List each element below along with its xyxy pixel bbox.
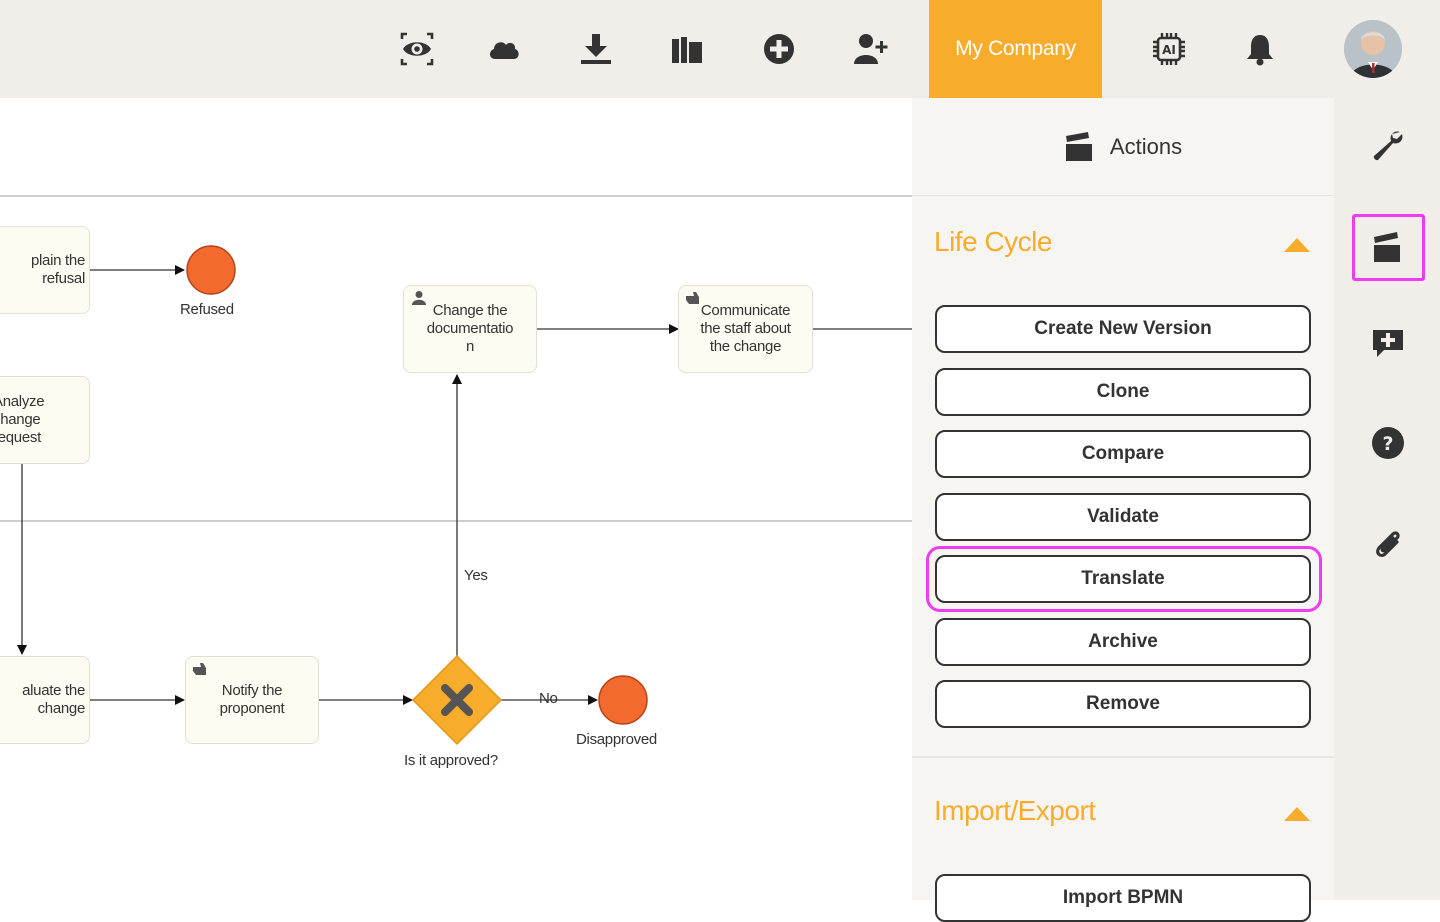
- diagram-connectors: [0, 195, 912, 746]
- wrench-icon[interactable]: [1364, 122, 1412, 170]
- section-divider: [912, 756, 1334, 758]
- clapperboard-icon: [1065, 131, 1092, 161]
- task-label: aluate the change: [22, 682, 85, 717]
- clone-button[interactable]: Clone: [935, 368, 1311, 416]
- task-label: Change the documentatio n: [426, 302, 514, 355]
- manual-task-icon: [686, 292, 699, 304]
- task-communicate-staff[interactable]: Communicate the staff about the change: [678, 285, 813, 373]
- actions-header: Actions: [912, 98, 1334, 196]
- cloud-icon[interactable]: [480, 25, 528, 73]
- import-export-collapse-toggle[interactable]: [1284, 807, 1310, 821]
- compare-button[interactable]: Compare: [935, 430, 1311, 478]
- refused-end-event[interactable]: [186, 245, 236, 295]
- svg-text:AI: AI: [1162, 43, 1176, 57]
- diagram-canvas[interactable]: plain the refusal Analyze change request…: [0, 98, 912, 900]
- lifecycle-title: Life Cycle: [934, 226, 1052, 257]
- right-sidebar: ?: [1334, 98, 1440, 900]
- task-evaluate-change[interactable]: aluate the change: [0, 656, 90, 744]
- no-flow-label: No: [539, 690, 558, 707]
- task-label: Analyze change request: [0, 393, 45, 446]
- paperclip-icon[interactable]: [1364, 519, 1412, 567]
- task-label: Communicate the staff about the change: [700, 302, 791, 355]
- plus-circle-icon[interactable]: [755, 25, 803, 73]
- user-task-icon: [412, 291, 426, 305]
- help-icon[interactable]: ?: [1364, 419, 1412, 467]
- download-icon[interactable]: [572, 25, 620, 73]
- company-button[interactable]: My Company: [929, 0, 1102, 98]
- lifecycle-collapse-toggle[interactable]: [1284, 238, 1310, 252]
- task-label: plain the refusal: [30, 252, 85, 287]
- archive-button[interactable]: Archive: [935, 618, 1311, 666]
- task-change-documentation[interactable]: Change the documentatio n: [403, 285, 537, 373]
- eye-icon[interactable]: [393, 25, 441, 73]
- clapperboard-icon[interactable]: [1364, 224, 1412, 272]
- task-label: Notify the proponent: [219, 682, 285, 717]
- bell-icon[interactable]: [1236, 25, 1284, 73]
- approval-gateway[interactable]: [411, 654, 503, 746]
- svg-text:?: ?: [1382, 433, 1393, 455]
- top-bar: My Company AI: [0, 0, 1440, 98]
- actions-panel: Actions Life Cycle Create New Version Cl…: [912, 98, 1334, 922]
- manual-task-icon: [193, 663, 206, 675]
- validate-button[interactable]: Validate: [935, 493, 1311, 541]
- remove-button[interactable]: Remove: [935, 680, 1311, 728]
- task-notify-proponent[interactable]: Notify the proponent: [185, 656, 319, 744]
- import-bpmn-button[interactable]: Import BPMN: [935, 874, 1311, 922]
- library-icon[interactable]: [663, 25, 711, 73]
- disapproved-label: Disapproved: [576, 731, 657, 748]
- translate-button[interactable]: Translate: [935, 555, 1311, 603]
- comment-plus-icon[interactable]: [1364, 319, 1412, 367]
- user-avatar[interactable]: [1344, 20, 1402, 78]
- create-new-version-button[interactable]: Create New Version: [935, 305, 1311, 353]
- add-user-icon[interactable]: [846, 25, 894, 73]
- import-export-title: Import/Export: [934, 795, 1096, 826]
- refused-label: Refused: [180, 301, 234, 318]
- gateway-label: Is it approved?: [404, 752, 498, 769]
- task-explain-refusal[interactable]: plain the refusal: [0, 226, 90, 314]
- disapproved-end-event[interactable]: [598, 675, 648, 725]
- ai-chip-icon[interactable]: AI: [1145, 25, 1193, 73]
- yes-flow-label: Yes: [464, 567, 488, 584]
- task-analyze-request[interactable]: Analyze change request: [0, 376, 90, 464]
- actions-title: Actions: [1109, 133, 1183, 159]
